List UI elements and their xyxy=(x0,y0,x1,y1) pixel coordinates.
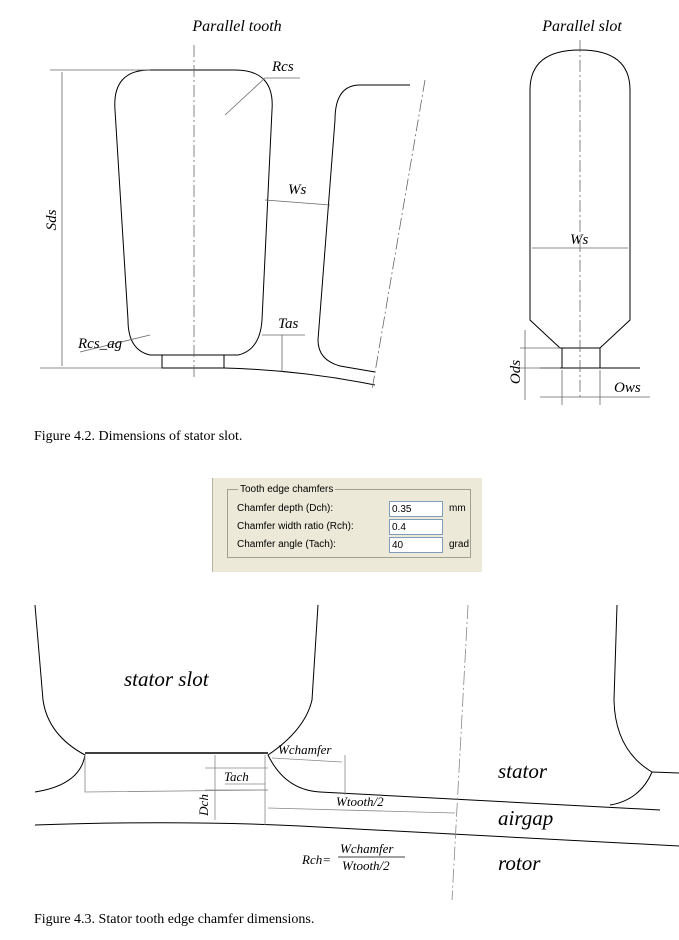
adjacent-slot-outline xyxy=(317,84,410,373)
label-ws-left: Ws xyxy=(288,182,306,198)
chamfer-group: Tooth edge chamfers xyxy=(227,484,471,558)
unit-grad: grad xyxy=(449,539,470,550)
chamfer-depth-label: Chamfer depth (Dch): xyxy=(237,503,334,514)
label-stator-slot: stator slot xyxy=(124,667,210,691)
rch-formula-numerator: Wchamfer xyxy=(340,841,394,856)
label-tas: Tas xyxy=(278,316,298,332)
left-tooth-edge xyxy=(34,604,86,793)
parallel-tooth-slot-outline xyxy=(114,69,273,356)
rch-formula-lhs: Rch= xyxy=(301,852,331,867)
group-title: Tooth edge chamfers xyxy=(240,484,334,495)
tooth-edge-chamfers-panel: Tooth edge chamfers Chamfer depth (Dch):… xyxy=(212,478,482,572)
label-ws-right: Ws xyxy=(570,232,588,248)
label-wtooth-half: Wtooth/2 xyxy=(336,794,384,809)
label-tach: Tach xyxy=(224,769,249,784)
label-ows: Ows xyxy=(614,380,641,396)
label-stator: stator xyxy=(498,759,548,783)
figure-4-3-caption: Figure 4.3. Stator tooth edge chamfer di… xyxy=(34,912,315,927)
airgap-arc xyxy=(223,367,376,386)
chamfer-depth-row: Chamfer depth (Dch): 0.35 mm xyxy=(237,500,487,518)
label-ods: Ods xyxy=(508,360,524,384)
chamfer-width-ratio-row: Chamfer width ratio (Rch): 0.4 xyxy=(237,518,487,536)
label-dch: Dch xyxy=(196,794,211,817)
chamfer-angle-input[interactable]: 40 xyxy=(389,537,443,553)
label-wchamfer: Wchamfer xyxy=(278,742,332,757)
label-rotor: rotor xyxy=(498,851,541,875)
unit-mm: mm xyxy=(449,503,466,514)
right-tooth-edge xyxy=(609,604,653,806)
label-rcs-ag: Rcs_ag xyxy=(77,336,123,352)
tooth-tip-left xyxy=(161,354,225,369)
chamfer-depth-input[interactable]: 0.35 xyxy=(389,501,443,517)
label-airgap: airgap xyxy=(498,806,553,830)
title-parallel-slot: Parallel slot xyxy=(541,18,622,35)
chamfer-angle-label: Chamfer angle (Tach): xyxy=(237,539,336,550)
chamfer-width-ratio-label: Chamfer width ratio (Rch): xyxy=(237,521,354,532)
chamfer-width-ratio-input[interactable]: 0.4 xyxy=(389,519,443,535)
rch-formula-denominator: Wtooth/2 xyxy=(342,858,390,873)
stator-slot-dimensions-figure: Parallel tooth Parallel slot Rcs Ws Sds … xyxy=(40,18,650,405)
figure-4-2-caption: Figure 4.2. Dimensions of stator slot. xyxy=(34,429,243,444)
title-parallel-tooth: Parallel tooth xyxy=(191,18,281,35)
chamfer-dimensions-figure: stator slot Wchamfer Tach Dch Wtooth/2 s… xyxy=(34,604,679,901)
label-rcs: Rcs xyxy=(271,59,294,75)
rotor-surface xyxy=(34,822,679,847)
chamfer-angle-row: Chamfer angle (Tach): 40 grad xyxy=(237,536,487,554)
slot-opening xyxy=(561,348,601,369)
stator-tooth-edge xyxy=(267,604,661,811)
label-sds: Sds xyxy=(44,209,60,230)
